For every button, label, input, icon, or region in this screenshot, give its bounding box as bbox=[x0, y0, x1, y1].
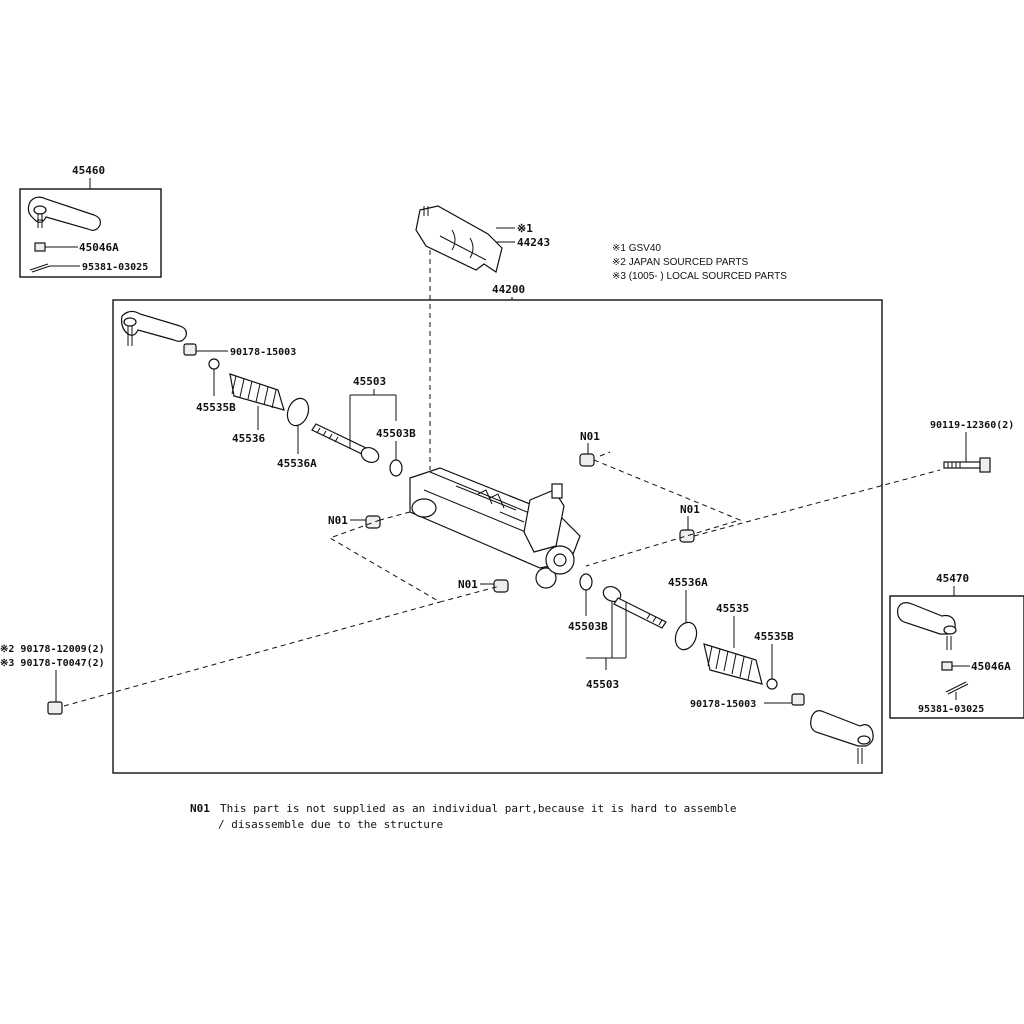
inset-box-45470: 45470 45046A 95381-03025 bbox=[889, 572, 1024, 719]
nut-icon-far-left bbox=[47, 701, 63, 715]
bolt-icon-right bbox=[943, 457, 991, 473]
cover-44243: ※1 44243 bbox=[415, 205, 550, 470]
clamp-ring-icon-lower bbox=[674, 621, 698, 651]
label-cover-mark: ※1 bbox=[517, 222, 533, 235]
bushing-icon-bottom bbox=[493, 579, 509, 593]
castle-nut-icon bbox=[34, 242, 46, 252]
cotter-pin-icon-right bbox=[945, 681, 969, 695]
cotter-pin-icon bbox=[29, 263, 51, 273]
castle-nut-icon-right bbox=[941, 661, 953, 671]
steering-rack-body bbox=[409, 467, 581, 589]
label-45536a-upper: 45536A bbox=[277, 457, 317, 470]
bushing-icon-top bbox=[579, 453, 595, 467]
label-n01-bottom: N01 bbox=[458, 578, 478, 591]
tie-rod-end-upper-left bbox=[121, 310, 187, 346]
note-local-sourced: ※3 (1005- ) LOCAL SOURCED PARTS bbox=[612, 271, 787, 282]
assembly-box-44200 bbox=[112, 299, 883, 774]
label-45470: 45470 bbox=[936, 572, 969, 585]
label-45046a-left: 45046A bbox=[79, 241, 119, 254]
tie-rod-end-lower-right bbox=[810, 710, 874, 764]
clip-icon-upper-left bbox=[208, 358, 220, 370]
label-45460: 45460 bbox=[72, 164, 105, 177]
label-90178-15003-lower: 90178-15003 bbox=[690, 699, 756, 710]
inset-box-45460: 45460 45046A 95381-03025 bbox=[19, 164, 162, 278]
label-n01-mid-right: N01 bbox=[680, 503, 700, 516]
label-44243: 44243 bbox=[517, 236, 550, 249]
label-45503-lower: 45503 bbox=[586, 678, 619, 691]
note-japan-sourced: ※2 JAPAN SOURCED PARTS bbox=[612, 257, 749, 268]
clamp-ring-icon-upper bbox=[286, 397, 310, 427]
washer-icon-upper bbox=[389, 459, 403, 477]
tie-rod-end-icon-right bbox=[897, 602, 957, 650]
label-45535: 45535 bbox=[716, 602, 749, 615]
label-45503-upper: 45503 bbox=[353, 375, 386, 388]
label-95381-right: 95381-03025 bbox=[918, 704, 984, 715]
boot-icon-lower-right bbox=[703, 643, 763, 685]
clip-icon-lower-right bbox=[766, 678, 778, 690]
label-n01-top: N01 bbox=[580, 430, 600, 443]
inner-tie-rod-icon-lower bbox=[602, 586, 667, 629]
label-n01-left: N01 bbox=[328, 514, 348, 527]
label-45535b-lower: 45535B bbox=[754, 630, 794, 643]
footnote-line1: This part is not supplied as an individu… bbox=[220, 802, 737, 815]
label-45503b-lower: 45503B bbox=[568, 620, 608, 633]
tie-rod-end-icon bbox=[27, 196, 101, 231]
boot-icon-upper-left bbox=[229, 373, 285, 411]
bushing-icon-left bbox=[365, 515, 381, 529]
note-gsv40: ※1 GSV40 bbox=[612, 243, 661, 254]
footnote-code: N01 bbox=[190, 802, 210, 815]
bushing-icon-mid-right bbox=[679, 529, 695, 543]
label-90178-t0047: ※3 90178-T0047(2) bbox=[0, 658, 105, 669]
label-45536: 45536 bbox=[232, 432, 265, 445]
washer-icon-lower bbox=[579, 573, 593, 591]
label-90178-12009: ※2 90178-12009(2) bbox=[0, 644, 105, 655]
label-45503b-upper: 45503B bbox=[376, 427, 416, 440]
label-45535b-upper: 45535B bbox=[196, 401, 236, 414]
inner-tie-rod-icon-upper bbox=[311, 423, 380, 463]
nut-icon-upper-left bbox=[183, 343, 197, 356]
nut-icon-lower-right bbox=[791, 693, 805, 706]
label-90178-15003-upper: 90178-15003 bbox=[230, 347, 296, 358]
label-45046a-right: 45046A bbox=[971, 660, 1011, 673]
label-44200: 44200 bbox=[492, 283, 525, 296]
label-45536a-lower: 45536A bbox=[668, 576, 708, 589]
label-95381-left: 95381-03025 bbox=[82, 262, 148, 273]
footnote-line2: / disassemble due to the structure bbox=[218, 818, 443, 831]
label-90119-12360: 90119-12360(2) bbox=[930, 420, 1014, 431]
